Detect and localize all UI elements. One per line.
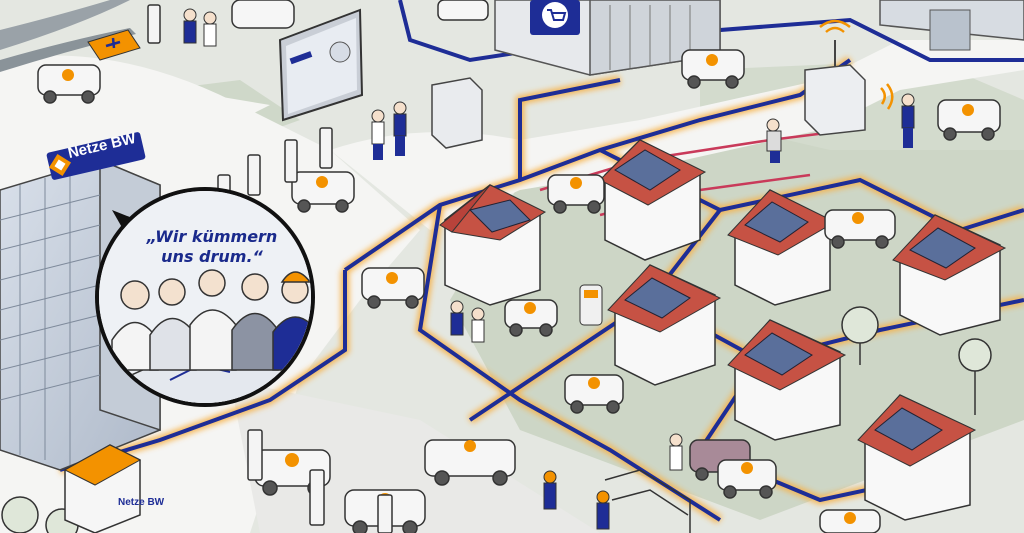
hard-hat-worker-icon [371, 109, 385, 160]
ev-sign [87, 29, 141, 61]
shopping-cart-icon [542, 2, 568, 28]
service-car-4 [547, 174, 605, 214]
service-car-9 [504, 299, 558, 337]
brand-sign [46, 132, 146, 180]
wifi-signal-icon [819, 19, 894, 110]
team-speech-bubble: „Wir kümmern uns drum.“ [95, 187, 315, 407]
service-car-14 [231, 0, 295, 29]
house-7 [857, 394, 977, 521]
brand-logo-icon [48, 153, 72, 177]
house-6 [727, 319, 847, 441]
billboard [278, 8, 364, 122]
house-2 [599, 139, 707, 261]
construction-fence [604, 469, 691, 533]
service-car-7 [824, 209, 896, 249]
battery-container: Netze BW [63, 444, 165, 533]
service-car-8 [564, 374, 624, 414]
house-1 [439, 184, 547, 306]
service-car-3 [937, 99, 1001, 141]
transformer-station [431, 19, 894, 149]
workers [183, 8, 915, 530]
house-3 [727, 189, 837, 306]
pickup-truck [424, 439, 516, 486]
service-car-16 [437, 0, 489, 21]
service-car-6 [291, 171, 355, 213]
speech-line-2: uns drum.“ [161, 247, 263, 266]
home-battery [579, 284, 603, 326]
houses [439, 139, 1007, 521]
trees [1, 306, 992, 533]
speech-line-1: „Wir kümmern [146, 227, 278, 246]
highway [0, 0, 130, 50]
office-buildings-top-right [879, 0, 1024, 51]
house-4 [892, 214, 1007, 336]
service-car-5 [361, 267, 425, 309]
house-5 [607, 264, 722, 386]
battery-container-label: Netze BW [118, 497, 165, 508]
service-car-11 [717, 459, 777, 499]
